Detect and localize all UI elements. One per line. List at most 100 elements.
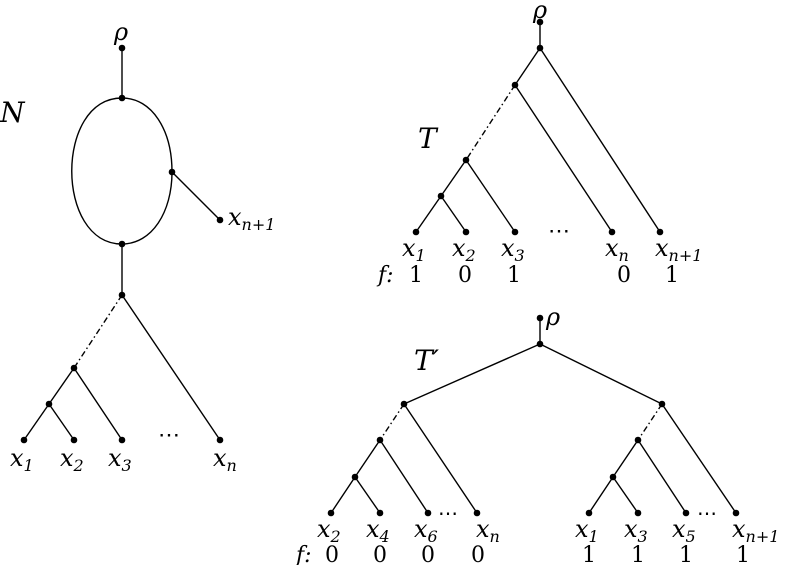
tree-T-root-node	[536, 18, 544, 26]
tree-T-leaf-label-x2: x2	[452, 234, 476, 265]
network-N-leaf-label-x2: x2	[60, 444, 84, 475]
tree-Tprime-f-value-xn1: 1	[736, 543, 750, 565]
tree-T-leaf-label-x1: x1	[402, 234, 426, 265]
tree-Tprime-leaf-label-xn1: xn+1	[732, 515, 779, 546]
network-N-edge-to-xn	[121, 294, 221, 441]
tree-Tprime-edge-to-x1	[588, 476, 614, 514]
tree-T-f-value-xn1: 1	[665, 263, 679, 288]
tree-Tprime-leaf-x2	[327, 509, 335, 517]
tree-Tprime-f-value-x2: 0	[325, 543, 339, 565]
tree-Tprime-internal-node	[634, 436, 642, 444]
tree-Tprime-internal-node	[376, 436, 384, 444]
network-N-leaf-label-xn: xn	[213, 444, 237, 475]
network-N: N ρ xn+1 x1 x2 x3 ⋯ xn	[0, 18, 275, 475]
network-N-edge-to-xn1	[171, 171, 221, 221]
network-N-tree-node	[168, 168, 176, 176]
tree-T-edge	[514, 47, 541, 86]
tree-Tprime-internal-node	[658, 400, 666, 408]
network-N-leaf-x2	[70, 436, 78, 444]
network-N-leaf-xn	[216, 436, 224, 444]
tree-Tprime-leaf-x1	[585, 509, 593, 517]
tree-T-internal-node	[462, 156, 470, 164]
tree-Tprime-leaf-label-x5: x5	[672, 515, 696, 546]
tree-T-internal-node	[511, 81, 519, 89]
tree-Tprime-internal-node	[536, 340, 544, 348]
tree-Tprime-leaf-label-x4: x4	[366, 515, 390, 546]
tree-T-edge-to-xn1	[539, 47, 661, 233]
tree-T-leaf-xn1	[656, 228, 664, 236]
tree-T: T ρ x1 x2 x3 ⋯ xn xn+1 f: 1 0 1 0 1	[376, 0, 702, 288]
network-N-reticulation-left-arc	[71, 97, 123, 245]
tree-T-leaf-label-x3: x3	[501, 234, 525, 265]
tree-T-leaf-x2	[462, 228, 470, 236]
tree-Tprime-leaf-x4	[376, 509, 384, 517]
tree-T-f-value-xn: 0	[617, 263, 631, 288]
tree-Tprime-f-value-x4: 0	[373, 543, 387, 565]
tree-T-leaf-x1	[412, 228, 420, 236]
tree-Tprime-leaf-x5	[682, 509, 690, 517]
tree-Tprime-internal-node	[609, 473, 617, 481]
tree-Tprime: T′ ρ x2 x4 x6	[294, 303, 779, 565]
network-N-title: N	[0, 96, 26, 129]
network-N-reticulation-right-arc	[121, 97, 173, 245]
tree-Tprime-f-value-x3: 1	[631, 543, 645, 565]
tree-Tprime-internal-node	[351, 473, 359, 481]
tree-Tprime-f-label: f:	[294, 543, 312, 565]
network-N-ellipsis: ⋯	[158, 423, 180, 448]
tree-T-edge-to-x3	[465, 159, 516, 233]
tree-T-edge-to-x1	[415, 195, 442, 233]
tree-Tprime-leaf-label-x1: x1	[575, 515, 599, 546]
tree-Tprime-internal-node	[400, 400, 408, 408]
tree-Tprime-edge-to-x5	[637, 439, 687, 514]
tree-Tprime-root-node	[536, 314, 544, 322]
tree-Tprime-f-value-x1: 1	[582, 543, 596, 565]
network-N-edge-to-x3	[73, 367, 123, 441]
tree-Tprime-right-spine-dashed	[637, 403, 663, 441]
tree-Tprime-edge-to-xn	[403, 403, 478, 514]
tree-T-edge	[440, 159, 467, 197]
network-N-edge-to-x2	[48, 403, 75, 441]
network-N-leaf-x3	[118, 436, 126, 444]
network-N-edge-inner	[48, 367, 75, 405]
tree-Tprime-left-spine-dashed	[379, 403, 405, 441]
tree-T-ellipsis: ⋯	[548, 219, 570, 244]
tree-T-title: T	[418, 122, 439, 155]
network-N-root-label: ρ	[113, 18, 128, 46]
tree-T-f-value-x2: 0	[458, 263, 472, 288]
tree-Tprime-edge-right	[539, 343, 663, 405]
network-N-internal-node	[45, 400, 53, 408]
network-N-internal-node	[118, 291, 126, 299]
tree-T-internal-node	[437, 192, 445, 200]
tree-T-leaf-label-xn1: xn+1	[655, 234, 702, 265]
tree-Tprime-leaf-xn1	[732, 509, 740, 517]
tree-T-root-label: ρ	[532, 0, 547, 24]
network-N-leaf-x1	[20, 436, 28, 444]
tree-Tprime-leaf-label-xn: xn	[476, 515, 500, 546]
tree-Tprime-f-value-x6: 0	[421, 543, 435, 565]
tree-T-leaf-xn	[608, 228, 616, 236]
network-N-leaf-label-xn1: xn+1	[228, 203, 275, 234]
tree-T-edge-to-xn	[514, 84, 613, 233]
network-N-leaf-label-x3: x3	[108, 444, 132, 475]
tree-T-f-value-x1: 1	[409, 263, 423, 288]
tree-Tprime-f-value-x5: 1	[679, 543, 693, 565]
tree-Tprime-left-ellipsis: ⋯	[438, 501, 458, 525]
network-N-leaf-label-x1: x1	[10, 444, 34, 475]
tree-Tprime-edge	[612, 439, 639, 478]
tree-Tprime-right-ellipsis: ⋯	[697, 501, 717, 525]
network-N-reticulation-node	[118, 240, 126, 248]
network-N-spine-dashed	[73, 294, 123, 369]
tree-Tprime-title: T′	[414, 344, 440, 377]
network-N-split-node	[118, 94, 126, 102]
tree-T-edge-to-x2	[440, 195, 467, 233]
tree-Tprime-root-label: ρ	[545, 303, 560, 331]
tree-Tprime-leaf-xn	[473, 509, 481, 517]
tree-T-f-value-x3: 1	[507, 263, 521, 288]
tree-T-spine-dashed	[465, 84, 516, 161]
tree-T-leaf-x3	[511, 228, 519, 236]
network-N-internal-node	[70, 364, 78, 372]
network-N-root-node	[118, 44, 126, 52]
tree-Tprime-leaf-label-x6: x6	[414, 515, 438, 546]
